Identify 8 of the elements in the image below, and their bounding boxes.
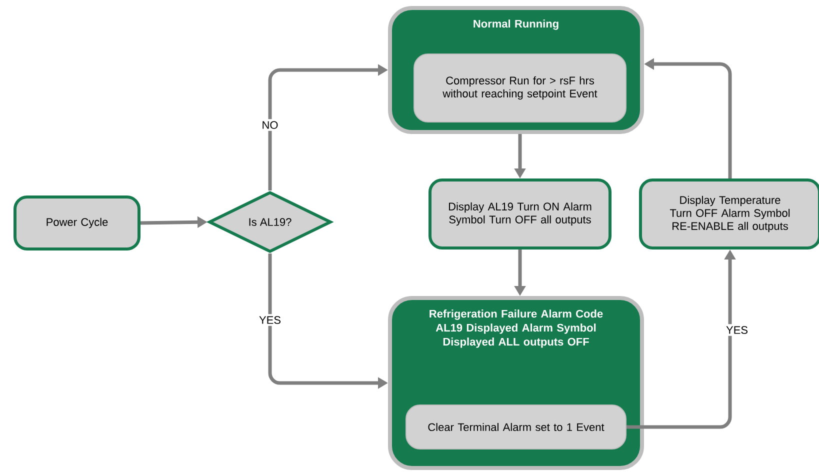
process-box: Display Temperature Turn OFF Alarm Symbol RE-ENABLE all outputs <box>639 178 819 250</box>
process-box: Display AL19 Turn ON Alarm Symbol Turn OFF all outputs <box>428 178 612 250</box>
event-box: Clear Terminal Alarm set to 1 Event <box>406 404 626 450</box>
process-box: Power Cycle <box>14 196 140 250</box>
edge-label: YES <box>257 314 283 326</box>
event-box: Compressor Run for > rsF hrs without reaching setpoint Event <box>414 54 626 122</box>
edge-label: NO <box>260 119 280 131</box>
edge-label: YES <box>724 324 750 336</box>
